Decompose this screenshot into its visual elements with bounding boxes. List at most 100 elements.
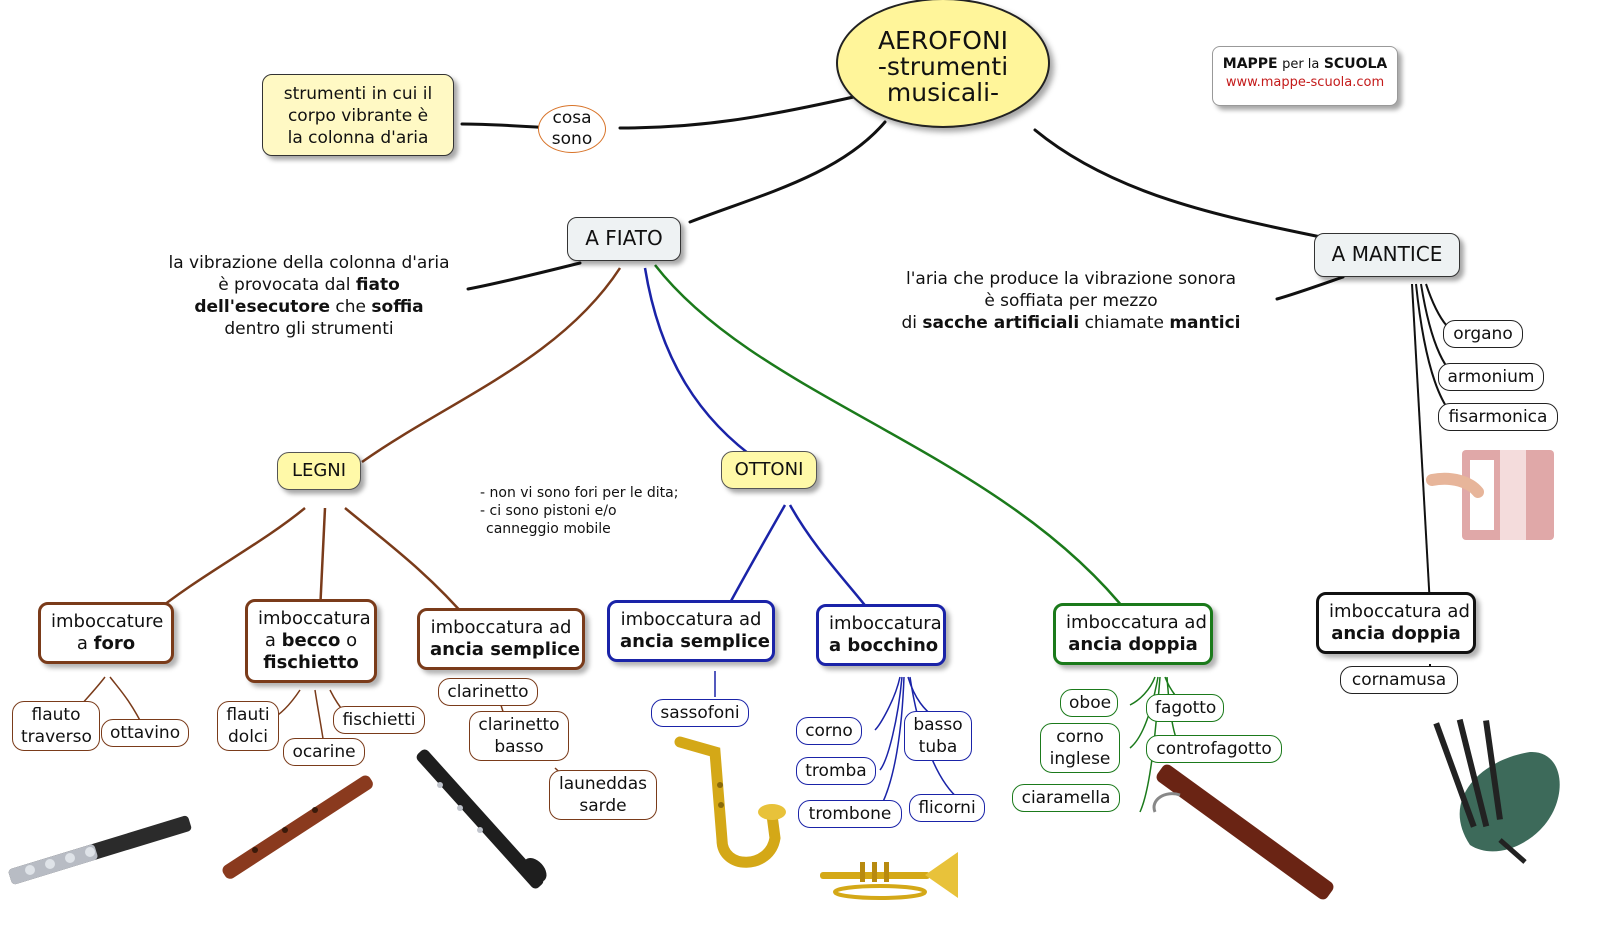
a-fiato-label: A FIATO bbox=[585, 226, 663, 250]
sassofoni-node[interactable]: sassofoni bbox=[651, 699, 749, 727]
cornamusa-label: cornamusa bbox=[1351, 670, 1447, 690]
root-node[interactable]: AEROFONI -strumenti musicali- bbox=[836, 0, 1050, 128]
clarinetto-node[interactable]: clarinetto bbox=[438, 678, 538, 706]
flauto-traverso-line-2: traverso bbox=[21, 727, 92, 747]
cosa-sono-node[interactable]: cosa sono bbox=[538, 105, 606, 153]
a-fiato-description: la vibrazione della colonna d'aria è pro… bbox=[150, 252, 468, 340]
fiato-desc-line-3b: che bbox=[330, 297, 372, 317]
recorder-illustration bbox=[222, 775, 373, 879]
accordion-illustration bbox=[1426, 450, 1554, 540]
mantice-imb-line-2: ancia doppia bbox=[1331, 623, 1461, 644]
flicorni-label: flicorni bbox=[918, 798, 976, 818]
fiato-desc-line-4: dentro gli strumenti bbox=[224, 319, 394, 339]
fagotto-node[interactable]: fagotto bbox=[1146, 694, 1224, 722]
fischietti-node[interactable]: fischietti bbox=[333, 706, 425, 734]
bocchino-line-1: imboccatura bbox=[829, 613, 942, 634]
flicorni-node[interactable]: flicorni bbox=[909, 794, 985, 822]
ottoni-note-line-3: canneggio mobile bbox=[486, 521, 611, 537]
clarinetto-label: clarinetto bbox=[447, 682, 529, 702]
ottoni-note: - non vi sono fori per le dita; - ci son… bbox=[480, 484, 678, 538]
legni-semplice-line-2: ancia semplice bbox=[430, 639, 580, 660]
logo-per-la: per la bbox=[1282, 57, 1320, 72]
corno-inglese-node[interactable]: corno inglese bbox=[1040, 723, 1120, 773]
oboe-label: oboe bbox=[1069, 693, 1112, 713]
ciaramella-node[interactable]: ciaramella bbox=[1012, 784, 1120, 812]
logo-scuola: SCUOLA bbox=[1323, 56, 1388, 72]
flauto-traverso-node[interactable]: flauto traverso bbox=[12, 701, 100, 751]
trombone-label: trombone bbox=[808, 804, 892, 824]
link-legni-semplice bbox=[344, 507, 471, 623]
ocarine-node[interactable]: ocarine bbox=[283, 738, 365, 766]
mappe-scuola-logo[interactable]: MAPPE per la SCUOLA www.mappe-scuola.com bbox=[1212, 46, 1398, 106]
tromba-label: tromba bbox=[805, 761, 867, 781]
fiato-desc-line-2b: fiato bbox=[355, 275, 400, 295]
mantice-imb-line-1: imboccatura ad bbox=[1329, 601, 1470, 622]
fiato-desc-line-1: la vibrazione della colonna d'aria bbox=[168, 253, 450, 273]
clarinetto-basso-line-1: clarinetto bbox=[478, 715, 560, 735]
legni-label: LEGNI bbox=[291, 460, 347, 481]
ottoni-ancia-semplice-node[interactable]: imboccatura ad ancia semplice bbox=[607, 600, 775, 662]
armonium-node[interactable]: armonium bbox=[1438, 363, 1544, 391]
mantice-ancia-doppia-node[interactable]: imboccatura ad ancia doppia bbox=[1316, 592, 1476, 654]
launeddas-node[interactable]: launeddas sarde bbox=[549, 770, 657, 820]
sassofoni-label: sassofoni bbox=[660, 703, 740, 723]
trombone-node[interactable]: trombone bbox=[798, 800, 902, 828]
imboccatura-becco-node[interactable]: imboccatura a becco o fischietto bbox=[245, 599, 377, 683]
ottoni-semplice-line-1: imboccatura ad bbox=[620, 609, 762, 630]
basso-tuba-line-2: tuba bbox=[918, 737, 958, 757]
ancia-doppia-node[interactable]: imboccatura ad ancia doppia bbox=[1053, 603, 1213, 665]
cornamusa-node[interactable]: cornamusa bbox=[1340, 666, 1458, 694]
link-mantice-imb bbox=[1411, 283, 1431, 607]
imboccature-foro-node[interactable]: imboccature a foro bbox=[38, 602, 174, 664]
a-mantice-node[interactable]: A MANTICE bbox=[1314, 233, 1460, 277]
link-legni-foro bbox=[149, 507, 306, 617]
fiato-desc-line-3c: soffia bbox=[371, 297, 424, 317]
a-mantice-label: A MANTICE bbox=[1331, 242, 1443, 266]
link-mantice-desc bbox=[1275, 275, 1345, 301]
link-fiato-doppia bbox=[654, 264, 1131, 617]
saxophone-illustration bbox=[674, 736, 786, 868]
imboccatura-bocchino-node[interactable]: imboccatura a bocchino bbox=[816, 604, 946, 666]
root-subtitle-1: -strumenti bbox=[877, 52, 1009, 81]
link-legni-becco bbox=[318, 507, 327, 613]
becco-line-2a: a bbox=[264, 630, 282, 651]
clarinet-illustration bbox=[416, 749, 547, 889]
basso-tuba-node[interactable]: basso tuba bbox=[904, 711, 972, 761]
becco-line-2c: o bbox=[340, 630, 358, 651]
flauti-dolci-line-1: flauti bbox=[226, 705, 270, 725]
ottoni-note-line-2: - ci sono pistoni e/o bbox=[480, 503, 617, 519]
ocarine-label: ocarine bbox=[292, 742, 356, 762]
clarinetto-basso-line-2: basso bbox=[494, 737, 544, 757]
logo-url: www.mappe-scuola.com bbox=[1225, 75, 1385, 90]
ottoni-node[interactable]: OTTONI bbox=[721, 451, 817, 489]
controfagotto-node[interactable]: controfagotto bbox=[1146, 735, 1282, 763]
flauti-dolci-node[interactable]: flauti dolci bbox=[217, 701, 279, 751]
becco-line-3: fischietto bbox=[263, 652, 359, 673]
tromba-node[interactable]: tromba bbox=[796, 757, 876, 785]
launeddas-line-1: launeddas bbox=[558, 774, 647, 794]
link-fiato-desc bbox=[466, 261, 582, 291]
fisarmonica-node[interactable]: fisarmonica bbox=[1438, 403, 1558, 431]
doppia-line-2: ancia doppia bbox=[1068, 634, 1198, 655]
clarinetto-basso-node[interactable]: clarinetto basso bbox=[469, 711, 569, 761]
a-fiato-node[interactable]: A FIATO bbox=[567, 217, 681, 261]
legni-node[interactable]: LEGNI bbox=[277, 452, 361, 490]
mantice-desc-line-3d: mantici bbox=[1169, 313, 1241, 333]
definition-line-1: strumenti in cui il bbox=[283, 84, 433, 104]
corno-node[interactable]: corno bbox=[796, 717, 862, 745]
definition-node[interactable]: strumenti in cui il corpo vibrante è la … bbox=[262, 74, 454, 156]
organo-node[interactable]: organo bbox=[1443, 320, 1523, 348]
mantice-desc-line-3c: chiamate bbox=[1079, 313, 1170, 333]
legni-ancia-semplice-node[interactable]: imboccatura ad ancia semplice bbox=[417, 608, 585, 670]
mantice-desc-line-3b: sacche artificiali bbox=[922, 313, 1080, 333]
fischietti-label: fischietti bbox=[342, 710, 416, 730]
mantice-desc-line-2: è soffiata per mezzo bbox=[984, 291, 1158, 311]
ottavino-node[interactable]: ottavino bbox=[101, 719, 189, 747]
link-root-mantice bbox=[1033, 128, 1347, 244]
oboe-node[interactable]: oboe bbox=[1060, 689, 1118, 717]
fiato-desc-line-2a: è provocata dal bbox=[218, 275, 356, 295]
root-title: AEROFONI bbox=[877, 26, 1009, 55]
link-ottoni-bocchino bbox=[788, 504, 876, 619]
ciaramella-label: ciaramella bbox=[1021, 788, 1111, 808]
organo-label: organo bbox=[1453, 324, 1513, 344]
